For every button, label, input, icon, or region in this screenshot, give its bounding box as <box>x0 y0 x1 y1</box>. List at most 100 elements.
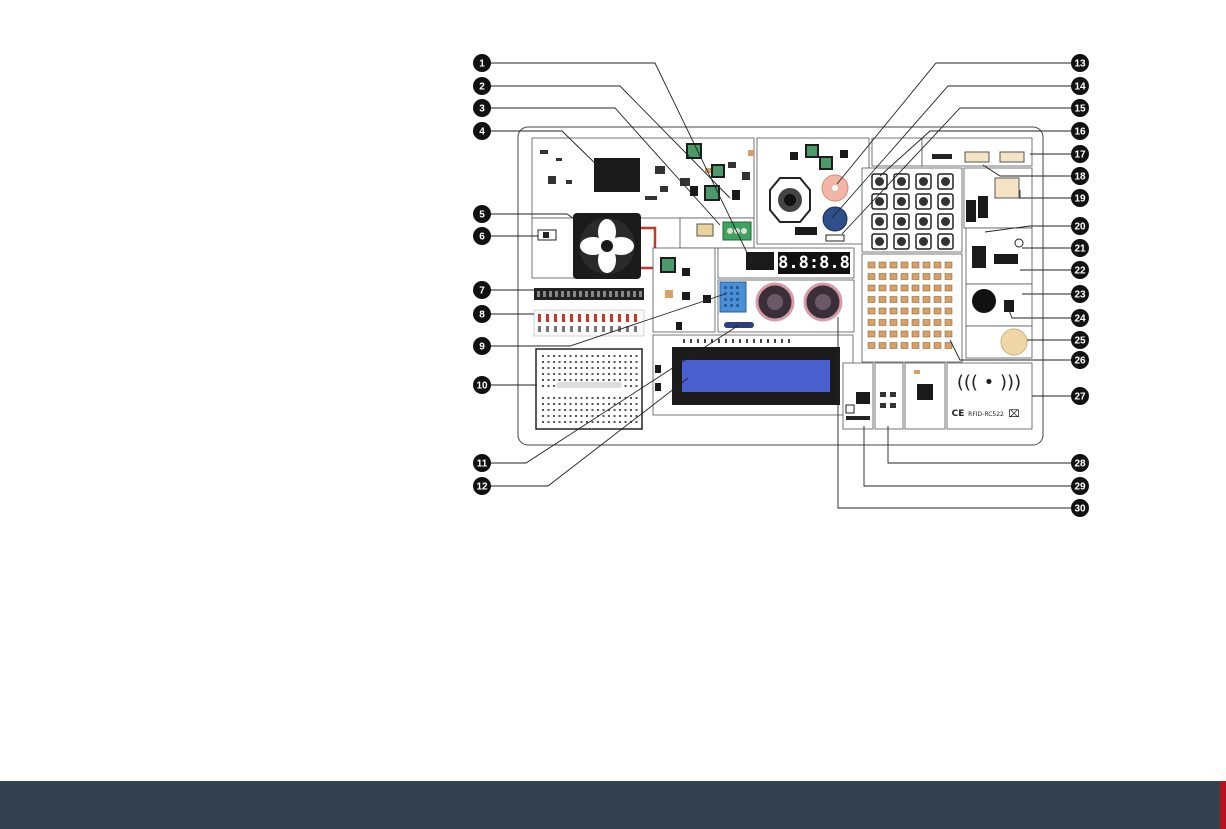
breadboard-hole <box>553 409 555 411</box>
breadboard-hole <box>553 355 555 357</box>
callout-number: 27 <box>1074 392 1086 403</box>
breadboard-hole <box>614 409 616 411</box>
left-callout-7: 7 <box>473 281 491 299</box>
breadboard-hole <box>542 361 544 363</box>
breadboard-hole <box>548 409 550 411</box>
callout-number: 8 <box>479 310 485 321</box>
breadboard-hole <box>570 379 572 381</box>
breadboard-hole <box>636 409 638 411</box>
breadboard-hole <box>603 403 605 405</box>
breadboard-hole <box>559 373 561 375</box>
keypad-button-cap <box>875 217 884 226</box>
breadboard-hole <box>630 415 632 417</box>
breadboard-hole <box>581 397 583 399</box>
breadboard-hole <box>559 421 561 423</box>
breadboard-hole <box>614 355 616 357</box>
breadboard-hole <box>619 403 621 405</box>
matrix-led <box>923 320 930 326</box>
breadboard-hole <box>559 409 561 411</box>
right-callout-21: 21 <box>1071 239 1089 257</box>
breadboard-hole <box>619 415 621 417</box>
breadboard-hole <box>581 379 583 381</box>
breadboard-hole <box>625 415 627 417</box>
breadboard-hole <box>592 415 594 417</box>
matrix-led <box>901 297 908 303</box>
breadboard-hole <box>581 409 583 411</box>
breadboard-hole <box>603 409 605 411</box>
breadboard-hole <box>636 361 638 363</box>
breadboard-hole <box>586 361 588 363</box>
breadboard-hole <box>636 421 638 423</box>
matrix-led <box>934 285 941 291</box>
breadboard-hole <box>570 355 572 357</box>
joystick[interactable] <box>770 178 810 222</box>
breadboard-hole <box>559 403 561 405</box>
matrix-led <box>890 331 897 337</box>
matrix-led <box>923 262 930 268</box>
breadboard-hole <box>603 415 605 417</box>
breadboard-hole <box>597 403 599 405</box>
keypad-button-cap <box>919 197 928 206</box>
breadboard-hole <box>608 361 610 363</box>
matrix-led <box>868 308 875 314</box>
breadboard-hole <box>570 367 572 369</box>
button-2[interactable] <box>712 165 724 177</box>
button-5[interactable] <box>806 145 818 157</box>
breadboard-hole <box>564 379 566 381</box>
callout-number: 18 <box>1074 172 1086 183</box>
matrix-led <box>901 343 908 349</box>
breadboard-hole <box>586 355 588 357</box>
breadboard-hole <box>542 385 544 387</box>
breadboard-hole <box>586 409 588 411</box>
breadboard-hole <box>570 409 572 411</box>
button-4[interactable] <box>661 258 675 272</box>
matrix-led <box>890 274 897 280</box>
matrix-led <box>923 297 930 303</box>
matrix-led <box>923 331 930 337</box>
right-callout-19: 19 <box>1071 189 1089 207</box>
breadboard-hole <box>542 409 544 411</box>
callout-number: 20 <box>1074 222 1086 233</box>
left-callout-1: 1 <box>473 54 491 72</box>
breadboard-hole <box>548 367 550 369</box>
matrix-led <box>923 343 930 349</box>
breadboard-hole <box>592 409 594 411</box>
matrix-led <box>934 343 941 349</box>
callout-number: 26 <box>1074 356 1086 367</box>
breadboard-hole <box>575 421 577 423</box>
button-6[interactable] <box>820 157 832 169</box>
breadboard-hole <box>592 373 594 375</box>
matrix-led <box>934 297 941 303</box>
button-3[interactable] <box>705 186 719 200</box>
matrix-led <box>945 320 952 326</box>
breadboard-hole <box>553 367 555 369</box>
breadboard-hole <box>592 421 594 423</box>
rfid-wave-symbol: ((( • ))) <box>957 372 1021 393</box>
left-callout-2: 2 <box>473 77 491 95</box>
right-callout-29: 29 <box>1071 477 1089 495</box>
matrix-led <box>901 308 908 314</box>
breadboard-hole <box>548 373 550 375</box>
breadboard-hole <box>636 373 638 375</box>
breadboard-hole <box>570 415 572 417</box>
keypad-button-cap <box>941 177 950 186</box>
keypad-button-cap <box>941 237 950 246</box>
breadboard-hole <box>630 355 632 357</box>
left-callout-11: 11 <box>473 454 491 472</box>
lcd-screen <box>682 360 830 392</box>
right-callout-25: 25 <box>1071 331 1089 349</box>
matrix-led <box>934 308 941 314</box>
breadboard-hole <box>597 397 599 399</box>
breadboard-hole <box>619 367 621 369</box>
breadboard-hole <box>564 361 566 363</box>
vibration-motor <box>972 289 996 313</box>
breadboard-hole <box>630 379 632 381</box>
breadboard-hole <box>575 403 577 405</box>
callout-number: 22 <box>1074 266 1086 277</box>
breadboard-hole <box>542 367 544 369</box>
matrix-led <box>945 343 952 349</box>
matrix-led <box>945 262 952 268</box>
weee-icon: ⌧ <box>1008 409 1020 420</box>
breadboard-hole <box>559 367 561 369</box>
breadboard-hole <box>625 403 627 405</box>
